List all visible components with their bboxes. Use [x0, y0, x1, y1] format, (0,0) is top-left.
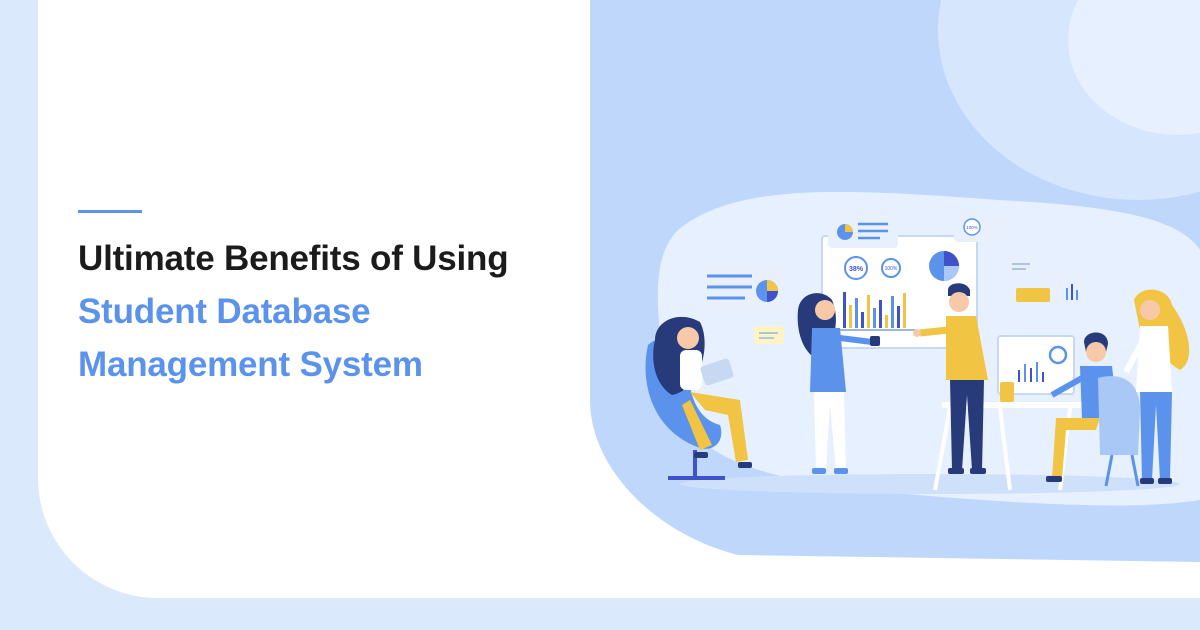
desk-monitor [997, 335, 1075, 395]
title-line-1: Ultimate Benefits of Using [78, 239, 509, 278]
floating-card-pie [828, 210, 898, 248]
person-seated-at-desk [1046, 332, 1140, 487]
person-standing-right [1123, 289, 1190, 484]
page-title: Ultimate Benefits of Using Student Datab… [78, 232, 509, 391]
whiteboard: 38% 100% [821, 235, 978, 349]
progress-label-small: 100% [885, 266, 898, 272]
person-seated-reading [645, 316, 752, 480]
title-line-2: Student Database [78, 292, 371, 331]
floating-card-list [697, 262, 792, 314]
progress-label-tag: 100% [966, 225, 978, 230]
pie-chart-label: 38% [849, 266, 864, 273]
title-accent-line [78, 210, 142, 213]
floating-card-right [1008, 258, 1084, 306]
floating-note-yellow [754, 326, 784, 344]
person-standing-with-cup [797, 293, 880, 474]
title-line-3: Management System [78, 345, 423, 384]
person-presenting [913, 283, 988, 474]
floating-card-tag: 100% [954, 212, 1002, 242]
